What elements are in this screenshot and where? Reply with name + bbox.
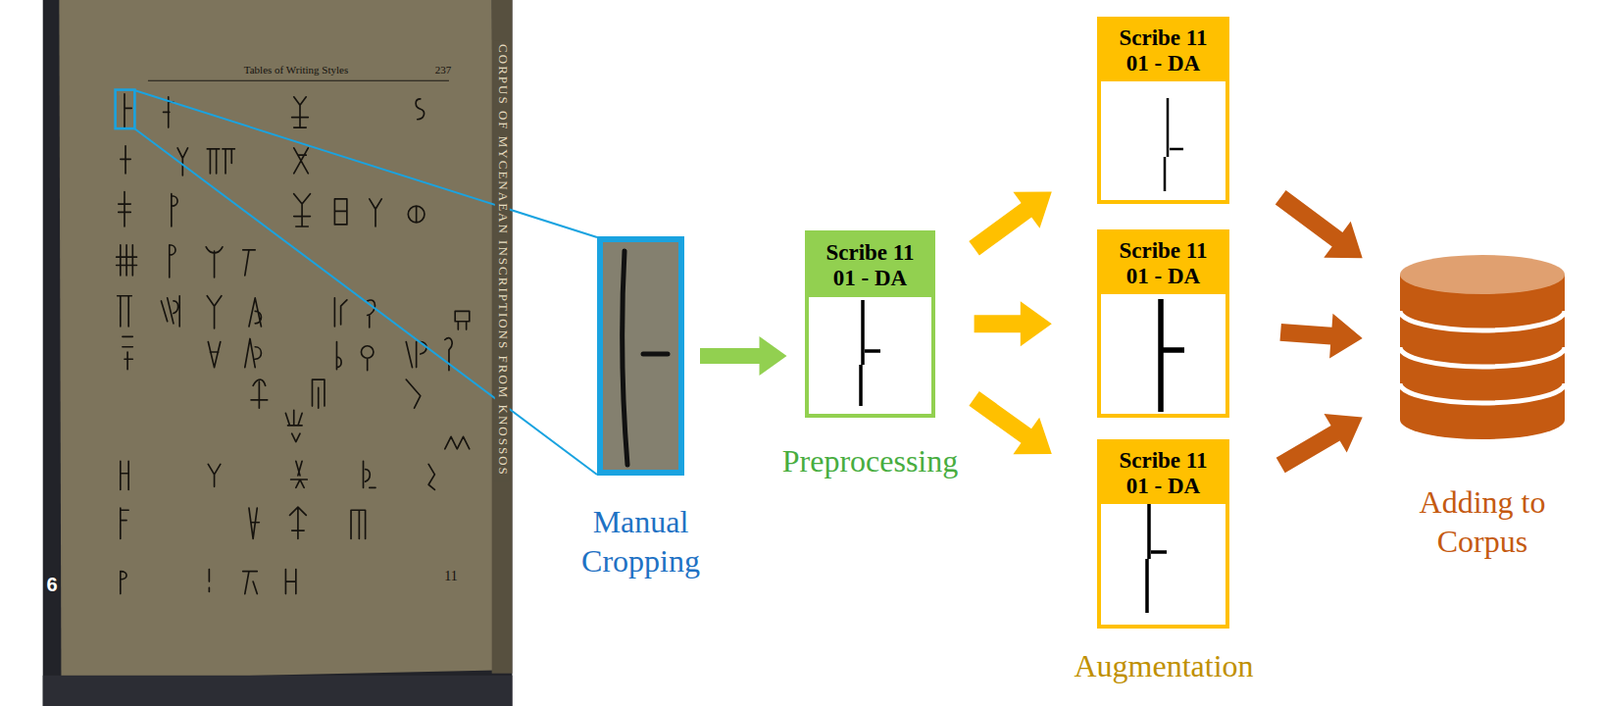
page-mark: 11 bbox=[444, 568, 457, 585]
stage-caption: Manual Cropping bbox=[557, 501, 725, 581]
photo-marker: 6 bbox=[46, 573, 57, 597]
photo-blanket bbox=[43, 675, 513, 706]
block-arrow bbox=[968, 391, 1051, 454]
block-arrow bbox=[1276, 413, 1363, 473]
spine-title: CORPUS OF MYCENAEAN INSCRIPTIONS FROM KN… bbox=[495, 40, 510, 481]
book-spine bbox=[492, 0, 513, 674]
augmented-sign-card: Scribe 11 01 - DA bbox=[1097, 16, 1230, 204]
caption-group: Manual Cropping bbox=[557, 501, 725, 581]
sign-da-augmented bbox=[1164, 98, 1184, 192]
augmented-sign-card: Scribe 11 01 - DA bbox=[1097, 439, 1230, 629]
database-cylinder bbox=[1400, 254, 1565, 440]
sign-da-tick bbox=[643, 351, 668, 357]
page-header: Tables of Writing Styles bbox=[244, 63, 349, 77]
block-arrow bbox=[974, 300, 1052, 347]
book-photo bbox=[43, 0, 513, 706]
block-arrow bbox=[1275, 190, 1363, 258]
caption-group: Adding to Corpus bbox=[1399, 482, 1566, 561]
page-number: 237 bbox=[435, 63, 452, 77]
stage-caption: Adding to Corpus bbox=[1399, 482, 1566, 561]
zoom-leader-lines bbox=[134, 90, 598, 475]
book-page bbox=[58, 0, 496, 680]
sign-da-augmented bbox=[1160, 299, 1185, 412]
corpus-database: Adding to Corpus bbox=[1400, 254, 1565, 440]
crop-marker bbox=[115, 90, 136, 130]
cropped-photo bbox=[597, 236, 685, 476]
sign-da-photo bbox=[622, 250, 628, 465]
block-arrow bbox=[968, 191, 1052, 255]
linear-b-signs bbox=[116, 94, 470, 595]
photo-background bbox=[43, 0, 513, 706]
card-header: Scribe 11 01 - DA bbox=[808, 234, 932, 298]
card-header: Scribe 11 01 - DA bbox=[1100, 443, 1226, 504]
block-arrow bbox=[1280, 313, 1363, 359]
card-header: Scribe 11 01 - DA bbox=[1100, 233, 1226, 295]
sign-da-augmented bbox=[1147, 503, 1167, 613]
cropped-sign-box: Manual Cropping bbox=[597, 236, 685, 476]
card-header: Scribe 11 01 - DA bbox=[1100, 20, 1226, 82]
preprocessed-sign-card: Scribe 11 01 - DAPreprocessing bbox=[804, 230, 936, 418]
block-arrow bbox=[700, 336, 788, 376]
stage-label: Augmentation bbox=[1073, 648, 1253, 685]
caption-group: Preprocessing bbox=[767, 441, 974, 481]
stage-caption: Preprocessing bbox=[767, 441, 974, 481]
augmented-sign-card: Scribe 11 01 - DA bbox=[1097, 229, 1230, 418]
header-rule bbox=[148, 80, 450, 82]
sign-da-clean bbox=[860, 300, 881, 406]
